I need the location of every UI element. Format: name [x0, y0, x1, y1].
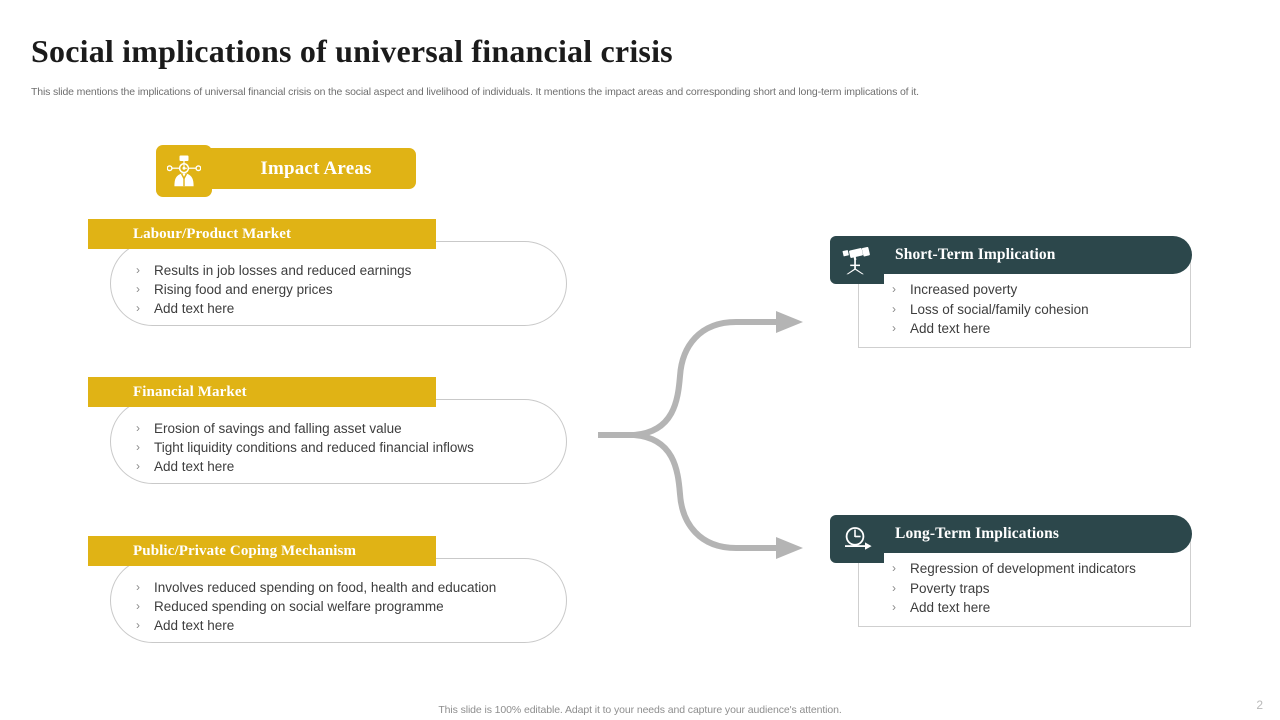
card-bullet-list: › Erosion of savings and falling asset va… [136, 419, 474, 476]
chevron-right-icon: › [136, 301, 140, 315]
list-item: › Add text here [136, 299, 411, 318]
list-item: › Reduced spending on social welfare prog… [136, 597, 496, 616]
chevron-right-icon: › [892, 321, 896, 335]
list-item: › Involves reduced spending on food, heal… [136, 578, 496, 597]
chevron-right-icon: › [136, 618, 140, 632]
list-item: › Loss of social/family cohesion [892, 300, 1089, 320]
card-bullet-list: › Regression of development indicators › P… [892, 559, 1136, 618]
forking-arrow-connector [596, 280, 816, 595]
chevron-right-icon: › [136, 421, 140, 435]
list-item: › Add text here [136, 457, 474, 476]
page-subtitle: This slide mentions the implications of … [31, 86, 919, 98]
card-header-label: Long-Term Implications [895, 525, 1059, 542]
list-item-text: Reduced spending on social welfare progr… [154, 599, 444, 614]
chevron-right-icon: › [136, 580, 140, 594]
card-header-label: Labour/Product Market [133, 225, 292, 242]
list-item: › Add text here [136, 616, 496, 635]
card-header: Labour/Product Market [88, 219, 436, 249]
card-header: Short-Term Implication [878, 236, 1192, 274]
list-item-text: Increased poverty [910, 282, 1018, 297]
card-body [110, 558, 567, 643]
list-item: › Add text here [892, 319, 1089, 339]
list-item-text: Involves reduced spending on food, healt… [154, 580, 497, 595]
list-item-text: Poverty traps [910, 580, 990, 596]
chevron-right-icon: › [892, 561, 896, 575]
chevron-right-icon: › [136, 459, 140, 473]
list-item-text: Add text here [154, 618, 235, 633]
card-header-label: Public/Private Coping Mechanism [133, 542, 357, 559]
list-item-text: Rising food and energy prices [154, 282, 333, 297]
list-item: › Poverty traps [892, 579, 1136, 599]
card-header: Public/Private Coping Mechanism [88, 536, 436, 566]
card-header-label: Financial Market [133, 383, 247, 400]
chevron-right-icon: › [892, 301, 896, 316]
list-item-text: Add text here [910, 600, 991, 615]
card-bullet-list: › Results in job losses and reduced earni… [136, 261, 411, 318]
list-item: › Tight liquidity conditions and reduced … [136, 438, 474, 457]
card-header: Long-Term Implications [878, 515, 1192, 553]
list-item: › Rising food and energy prices [136, 280, 411, 299]
card-bullet-list: › Involves reduced spending on food, heal… [136, 578, 496, 635]
telescope-icon [830, 236, 884, 284]
list-item: › Regression of development indicators [892, 559, 1136, 579]
chevron-right-icon: › [892, 580, 896, 595]
chevron-right-icon: › [892, 282, 896, 296]
clock-forward-icon [830, 515, 884, 563]
chevron-right-icon: › [136, 440, 140, 454]
footer-note: This slide is 100% editable. Adapt it to… [438, 704, 842, 716]
list-item-text: Add text here [910, 321, 991, 336]
impact-areas-bar: Impact Areas [190, 148, 416, 189]
page-title: Social implications of universal financi… [31, 33, 673, 69]
people-network-icon [156, 145, 212, 197]
card-bullet-list: › Increased poverty › Loss of social/famil… [892, 280, 1089, 339]
list-item-text: Regression of development indicators [910, 561, 1136, 576]
card-body [858, 260, 1191, 348]
page-number: 2 [1256, 698, 1263, 712]
impact-areas-label: Impact Areas [260, 157, 372, 179]
list-item: › Erosion of savings and falling asset va… [136, 419, 474, 438]
chevron-right-icon: › [136, 263, 140, 277]
list-item: › Increased poverty [892, 280, 1089, 300]
card-header-label: Short-Term Implication [895, 246, 1056, 263]
list-item-text: Erosion of savings and falling asset val… [154, 421, 402, 436]
list-item-text: Add text here [154, 459, 235, 474]
chevron-right-icon: › [136, 599, 140, 613]
card-header: Financial Market [88, 377, 436, 407]
list-item-text: Tight liquidity conditions and reduced f… [154, 440, 474, 455]
list-item: › Results in job losses and reduced earni… [136, 261, 411, 280]
chevron-right-icon: › [136, 282, 140, 296]
list-item-text: Results in job losses and reduced earnin… [154, 263, 412, 278]
card-body [858, 539, 1191, 627]
list-item-text: Loss of social/family cohesion [910, 301, 1089, 317]
list-item: › Add text here [892, 598, 1136, 618]
list-item-text: Add text here [154, 301, 235, 316]
chevron-right-icon: › [892, 600, 896, 614]
